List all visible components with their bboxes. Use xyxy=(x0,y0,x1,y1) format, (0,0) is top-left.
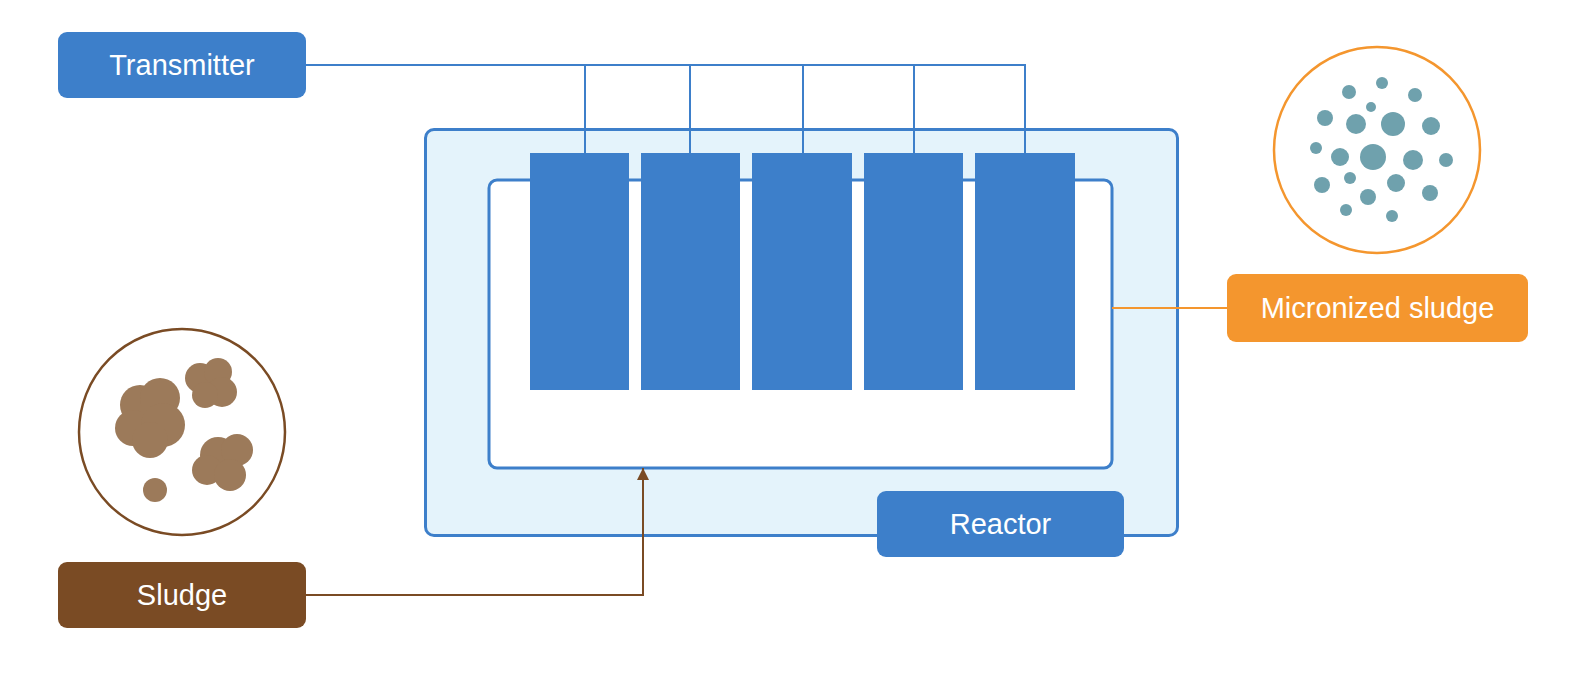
box-label: Micronized sludge xyxy=(1261,292,1495,325)
signal-wire xyxy=(802,65,804,153)
reactor-vessel: Reactor xyxy=(424,128,1179,537)
box-label: Transmitter xyxy=(109,49,255,82)
reactor-label: Reactor xyxy=(877,491,1124,557)
connector-line xyxy=(1112,307,1227,309)
transducer xyxy=(975,153,1075,390)
input-box: Sludge xyxy=(58,562,306,628)
output-box: Micronized sludge xyxy=(1227,274,1528,342)
transducer xyxy=(530,153,629,390)
transducer xyxy=(752,153,852,390)
micronized-illustration xyxy=(1274,47,1480,253)
inner-vessel xyxy=(489,180,1112,468)
micronized-particles xyxy=(1310,77,1453,222)
connector-line xyxy=(306,65,1025,128)
signal-wire xyxy=(584,65,586,153)
transducer xyxy=(641,153,740,390)
signal-source-box: Transmitter xyxy=(58,32,306,98)
connector-line xyxy=(306,468,643,595)
signal-wire xyxy=(1024,128,1026,153)
sludge-illustration xyxy=(79,329,285,535)
signal-wire xyxy=(913,65,915,153)
sludge-particles xyxy=(115,358,253,502)
transducer xyxy=(864,153,963,390)
signal-wire xyxy=(689,65,691,153)
box-label: Sludge xyxy=(137,579,227,612)
